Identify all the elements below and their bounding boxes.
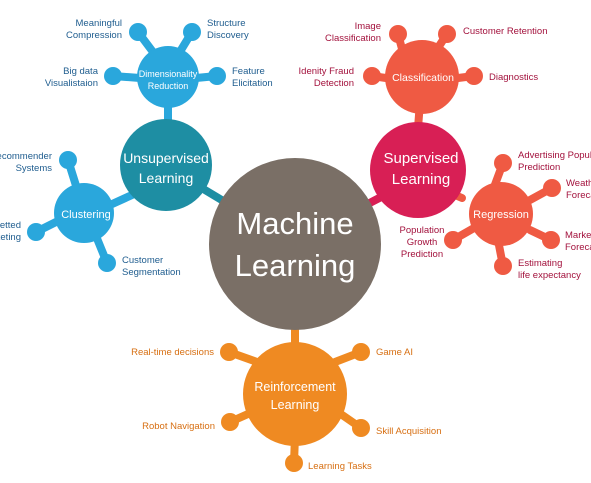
regression-label: Regression: [473, 209, 529, 221]
leaf-skill: Skill Acquisition: [376, 426, 441, 437]
leaf-market-1: Market: [565, 230, 591, 241]
leaf-advertising-1: Advertising Popularity: [518, 150, 591, 161]
classification-node: [385, 40, 459, 114]
leaf-market-2: Forecasting: [565, 242, 591, 253]
reinforcement-node: [243, 342, 347, 446]
clustering-node: [54, 183, 114, 243]
leaf-realtime: Real-time decisions: [131, 347, 214, 358]
dot-customer-retention: [438, 25, 456, 43]
supervised-leaf-labels: Image Classification Customer Retention …: [299, 21, 591, 281]
leaf-feature-elicitation-1: Feature: [232, 66, 265, 77]
leaf-image-classification-1: Image: [355, 21, 381, 32]
leaf-recommender-1: Recommender: [0, 151, 52, 162]
stem-clustering-unsup: [106, 191, 136, 209]
dimred-node: [137, 46, 199, 108]
unsupervised-label-line1: Unsupervised: [123, 150, 209, 166]
dot-game-ai: [352, 343, 370, 361]
leaf-big-data-1: Big data: [63, 66, 99, 77]
center-title-line2: Learning: [235, 248, 356, 283]
supervised-label-line2: Learning: [392, 171, 450, 188]
leaf-image-classification-2: Classification: [325, 33, 381, 44]
leaf-advertising-2: Prediction: [518, 162, 560, 173]
leaf-population-3: Prediction: [401, 249, 443, 260]
leaf-life-expectancy-2: life expectancy: [518, 270, 581, 281]
dot-structure-discovery: [183, 23, 201, 41]
leaf-learning-tasks: Learning Tasks: [308, 461, 372, 472]
dot-learning-tasks: [285, 454, 303, 472]
leaf-feature-elicitation-2: Elicitation: [232, 78, 273, 89]
leaf-weather-1: Weather: [566, 178, 591, 189]
leaf-big-data-2: Visualistaion: [45, 78, 98, 89]
leaf-weather-2: Forecasting: [566, 190, 591, 201]
unsupervised-node: [120, 119, 212, 211]
dot-life-expectancy: [494, 257, 512, 275]
supervised-label-line1: Supervised: [383, 150, 458, 167]
leaf-structure-discovery-1: Structure: [207, 18, 246, 29]
leaf-life-expectancy-1: Estimating: [518, 258, 562, 269]
leaf-population-1: Population: [400, 225, 445, 236]
dot-robot: [221, 413, 239, 431]
dot-realtime: [220, 343, 238, 361]
dot-diagnostics: [465, 67, 483, 85]
leaf-robot: Robot Navigation: [142, 421, 215, 432]
reinforcement-leaf-labels: Real-time decisions Game AI Robot Naviga…: [131, 347, 441, 472]
dot-recommender: [59, 151, 77, 169]
hubs: [54, 40, 533, 446]
supervised-node: [370, 122, 466, 218]
dot-targetted: [27, 223, 45, 241]
hub-labels: Machine Learning Unsupervised Learning D…: [61, 69, 529, 412]
dot-fraud: [363, 67, 381, 85]
leaf-meaningful-compression-1: Meaningful: [76, 18, 122, 29]
dot-market: [542, 231, 560, 249]
clustering-label: Clustering: [61, 209, 111, 221]
dot-skill: [352, 419, 370, 437]
leaf-fraud-1: Idenity Fraud: [299, 66, 354, 77]
dot-big-data: [104, 67, 122, 85]
unsupervised-leaf-labels: Meaningful Compression Structure Discove…: [0, 18, 273, 278]
leaf-dots: [27, 23, 561, 472]
leaf-fraud-2: Detection: [314, 78, 354, 89]
leaf-targetted-2: Marketing: [0, 232, 21, 243]
reinforcement-label-line1: Reinforcement: [254, 380, 336, 394]
leaf-segmentation-2: Segmentation: [122, 267, 181, 278]
leaf-population-2: Growth: [407, 237, 438, 248]
leaf-game-ai: Game AI: [376, 347, 413, 358]
dot-image-classification: [389, 25, 407, 43]
center-node: [209, 158, 381, 330]
dot-feature-elicitation: [208, 67, 226, 85]
leaf-structure-discovery-2: Discovery: [207, 30, 249, 41]
leaf-targetted-1: Targetted: [0, 220, 21, 231]
leaf-segmentation-1: Customer: [122, 255, 163, 266]
dot-population: [444, 231, 462, 249]
dot-advertising: [494, 154, 512, 172]
dimred-label-line2: Reduction: [148, 81, 189, 91]
dimred-label-line1: Dimensionality: [139, 69, 198, 79]
leaf-customer-retention: Customer Retention: [463, 26, 547, 37]
classification-label: Classification: [392, 72, 454, 84]
regression-node: [469, 182, 533, 246]
center-title-line1: Machine: [236, 206, 353, 241]
leaf-meaningful-compression-2: Compression: [66, 30, 122, 41]
unsupervised-label-line2: Learning: [139, 170, 194, 186]
reinforcement-label-line2: Learning: [271, 398, 320, 412]
leaf-recommender-2: Systems: [16, 163, 53, 174]
dot-segmentation: [98, 254, 116, 272]
leaf-diagnostics: Diagnostics: [489, 72, 538, 83]
dot-weather: [543, 179, 561, 197]
dot-meaningful-compression: [129, 23, 147, 41]
